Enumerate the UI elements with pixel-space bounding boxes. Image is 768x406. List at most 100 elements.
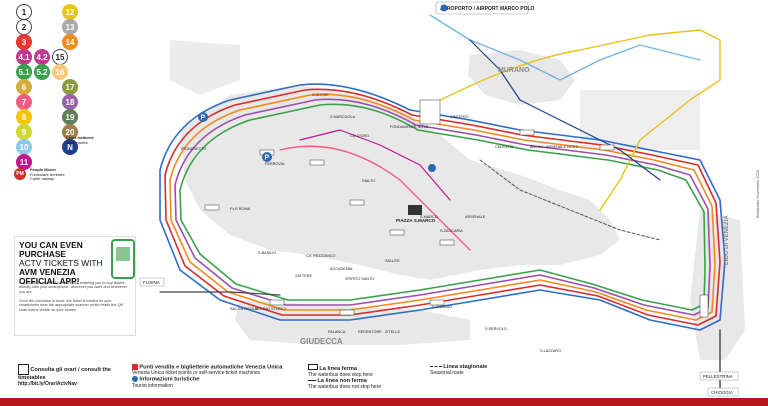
- phone-icon: [111, 239, 135, 279]
- side-note: Realizzato Novembre 2023: [755, 170, 760, 219]
- stop-marker: [599, 144, 615, 151]
- stop-marker: [269, 299, 285, 306]
- ticket-icon: [132, 364, 138, 370]
- line-badge-3: 3: [16, 34, 32, 50]
- line-badge-4-1: 4.1: [16, 49, 32, 65]
- promo-text-1: A quick and easy APP to download, enabli…: [19, 281, 128, 294]
- footer-sale-info: Punti vendita e biglietterie automatiche…: [132, 364, 292, 394]
- stop-marker: [349, 199, 365, 206]
- route-line-pink: [279, 145, 471, 251]
- info-label: Informazioni turistiche: [139, 376, 200, 383]
- piazza-label: PIAZZA S.MARCO: [396, 218, 436, 223]
- route-line-green: [179, 103, 706, 311]
- map-icons: P P: [198, 4, 448, 215]
- promo-title-line3: AVM VENEZIA OFFICIAL APP!: [19, 267, 80, 286]
- stop-sub: The waterbus does stop here: [308, 372, 373, 378]
- stop-label: CELESTIA: [495, 145, 514, 149]
- chioggia-label: CHIOGGIA: [711, 390, 733, 395]
- nostop-icon: [308, 380, 316, 382]
- stop-markers: [204, 99, 709, 318]
- pellestrina-label: PELLESTRINA: [703, 374, 733, 379]
- stop-label: FERROVIA: [265, 162, 285, 166]
- line-badge-10: 10: [16, 139, 32, 155]
- stop-marker: [389, 229, 405, 236]
- route-line-purple: [174, 98, 711, 316]
- route-line-orange: [169, 93, 716, 321]
- promo-title-line1: YOU CAN EVEN PURCHASE: [19, 240, 83, 259]
- timetables-url[interactable]: http://bit.ly/OrariActvNav: [18, 381, 77, 387]
- seasonal-icon: [430, 366, 442, 368]
- seasonal-sub: Seasonal route: [430, 370, 464, 376]
- people-mover-icon: PM: [14, 168, 26, 180]
- stop-label: PALANCA: [328, 330, 346, 334]
- line-badge-15: 15: [52, 49, 68, 65]
- stop-label: MOLINO STUCKY: [255, 307, 287, 311]
- stop-icon: [308, 364, 318, 370]
- land-mainland: [170, 40, 240, 95]
- route-line-blue: [159, 83, 726, 331]
- stop-label: P.LE ROMA: [230, 207, 251, 211]
- footer-timetables: Consulta gli orari / consult the timetab…: [18, 364, 118, 394]
- line-badge-11: 11: [16, 154, 32, 170]
- route-line-magenta: [299, 129, 451, 201]
- info-sub: Tourist information: [132, 382, 173, 389]
- line-badge-5-1: 5.1: [16, 64, 32, 80]
- stop-marker: [419, 99, 441, 125]
- line-badge-N: N: [62, 139, 78, 155]
- line-badge-13: 13: [62, 19, 78, 35]
- stop-label: TRONCHETTO: [180, 147, 206, 151]
- stop-label: ACCADEMIA: [330, 267, 353, 271]
- line-badge-1: 1: [16, 4, 32, 20]
- stop-marker: [204, 204, 220, 211]
- sale-sub: Venezia Unica ticket points or self-serv…: [132, 370, 261, 377]
- stop-label: S.GIORGIO: [432, 305, 452, 309]
- stop-label: CIMITERO: [450, 115, 469, 119]
- stop-marker: [519, 129, 535, 136]
- pm-label: People Mover: [30, 167, 57, 172]
- murano-label: MURANO: [498, 67, 530, 74]
- stop-label: S.MARCO: [420, 215, 438, 219]
- line-badge-16: 16: [52, 64, 68, 80]
- pellestrina-box: [699, 371, 739, 381]
- fusina-label: FUSINA: [143, 280, 161, 285]
- stop-label: S.ALVISE: [312, 93, 329, 97]
- line-badge-19: 19: [62, 109, 78, 125]
- footer-seasonal: Linea stagionale Seasonal route: [430, 364, 530, 394]
- route-line-yellow: [419, 29, 721, 211]
- route-line-darkblue: [469, 39, 661, 181]
- promo-text-2: Once the purchase is done, the ticket is…: [19, 299, 124, 312]
- stop-marker: [429, 299, 445, 306]
- stop-marker: [699, 294, 709, 318]
- parking-icon-glyph: P: [201, 115, 206, 122]
- stop-label: ZITELLE: [385, 330, 400, 334]
- land-murano: [468, 50, 575, 105]
- info-icon: [428, 164, 436, 172]
- airport-icon: [440, 4, 448, 12]
- line-badge-7: 7: [16, 94, 32, 110]
- stop-label: RIALTO: [362, 179, 375, 183]
- stop-marker: [339, 309, 355, 316]
- qr-icon: [18, 364, 29, 375]
- line-badge-5-2: 5.2: [34, 64, 50, 80]
- line-badge-12: 12: [62, 4, 78, 20]
- footer-bar: [0, 398, 768, 406]
- line-badge-18: 18: [62, 94, 78, 110]
- stop-label: REDENTORE: [358, 330, 382, 334]
- stop-label: S.LAZZARO: [540, 349, 561, 353]
- airport-label: AEROPORTO / AIRPORT MARCO POLO: [440, 6, 535, 12]
- stop-label: SALUTE: [385, 259, 400, 263]
- stop-label: S.ZACCARIA: [440, 229, 463, 233]
- line-badge-9: 9: [16, 124, 32, 140]
- line-badge-8: 8: [16, 109, 32, 125]
- night-label: Linee notturne: [66, 135, 94, 140]
- cable-label: Cable railway: [30, 176, 55, 182]
- giudecca-label: GIUDECCA: [300, 337, 343, 346]
- stop-marker: [309, 159, 325, 166]
- monument-icon: [408, 205, 422, 215]
- parking-icon: [262, 152, 272, 162]
- seasonal-label: Linea stagionale: [443, 364, 488, 370]
- line-badge-2: 2: [16, 19, 32, 35]
- parking-icon: [198, 112, 208, 122]
